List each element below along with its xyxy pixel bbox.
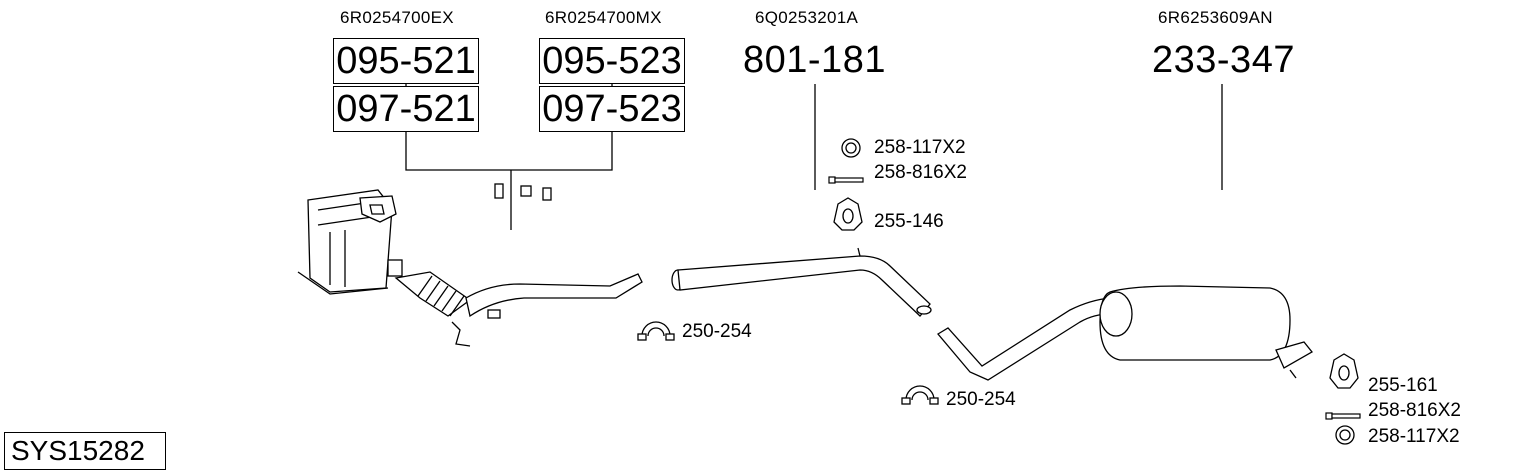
label-bolt-mid[interactable]: 258-816X2 bbox=[874, 162, 967, 183]
bolt-rear-icon bbox=[1325, 412, 1361, 420]
part-number-rear-silencer[interactable]: 233-347 bbox=[1152, 39, 1295, 81]
label-hanger-rear[interactable]: 255-161 bbox=[1368, 375, 1438, 396]
dpf-unit bbox=[297, 183, 643, 347]
clamp-front-icon bbox=[637, 321, 675, 341]
bolt-mid-icon bbox=[828, 176, 864, 184]
label-bolt-rear[interactable]: 258-816X2 bbox=[1368, 400, 1461, 421]
oe-number-dpf-a: 6R0254700EX bbox=[340, 8, 454, 27]
hanger-rear-icon bbox=[1329, 353, 1359, 389]
rear-silencer bbox=[937, 285, 1313, 381]
label-hanger-mid[interactable]: 255-146 bbox=[874, 211, 944, 232]
ring-mid-icon bbox=[841, 138, 861, 158]
oe-number-dpf-b: 6R0254700MX bbox=[545, 8, 662, 27]
middle-pipe bbox=[671, 247, 932, 317]
part-box-095-521[interactable]: 095-521 bbox=[333, 38, 479, 84]
part-box-097-521[interactable]: 097-521 bbox=[333, 86, 479, 132]
label-ring-mid[interactable]: 258-117X2 bbox=[874, 137, 966, 158]
oe-number-rear-silencer: 6R6253609AN bbox=[1158, 8, 1273, 27]
oe-number-middle-pipe: 6Q0253201A bbox=[755, 8, 859, 27]
part-number-middle-pipe[interactable]: 801-181 bbox=[743, 39, 886, 81]
bracket-connector bbox=[405, 132, 613, 171]
label-clamp-front[interactable]: 250-254 bbox=[682, 321, 752, 342]
label-clamp-rear[interactable]: 250-254 bbox=[946, 389, 1016, 410]
part-box-095-523[interactable]: 095-523 bbox=[539, 38, 685, 84]
part-box-097-523[interactable]: 097-523 bbox=[539, 86, 685, 132]
system-code: SYS15282 bbox=[4, 432, 166, 470]
label-ring-rear[interactable]: 258-117X2 bbox=[1368, 426, 1460, 447]
clamp-rear-icon bbox=[901, 385, 939, 405]
ring-rear-icon bbox=[1335, 425, 1355, 445]
hanger-mid-icon bbox=[833, 197, 863, 231]
